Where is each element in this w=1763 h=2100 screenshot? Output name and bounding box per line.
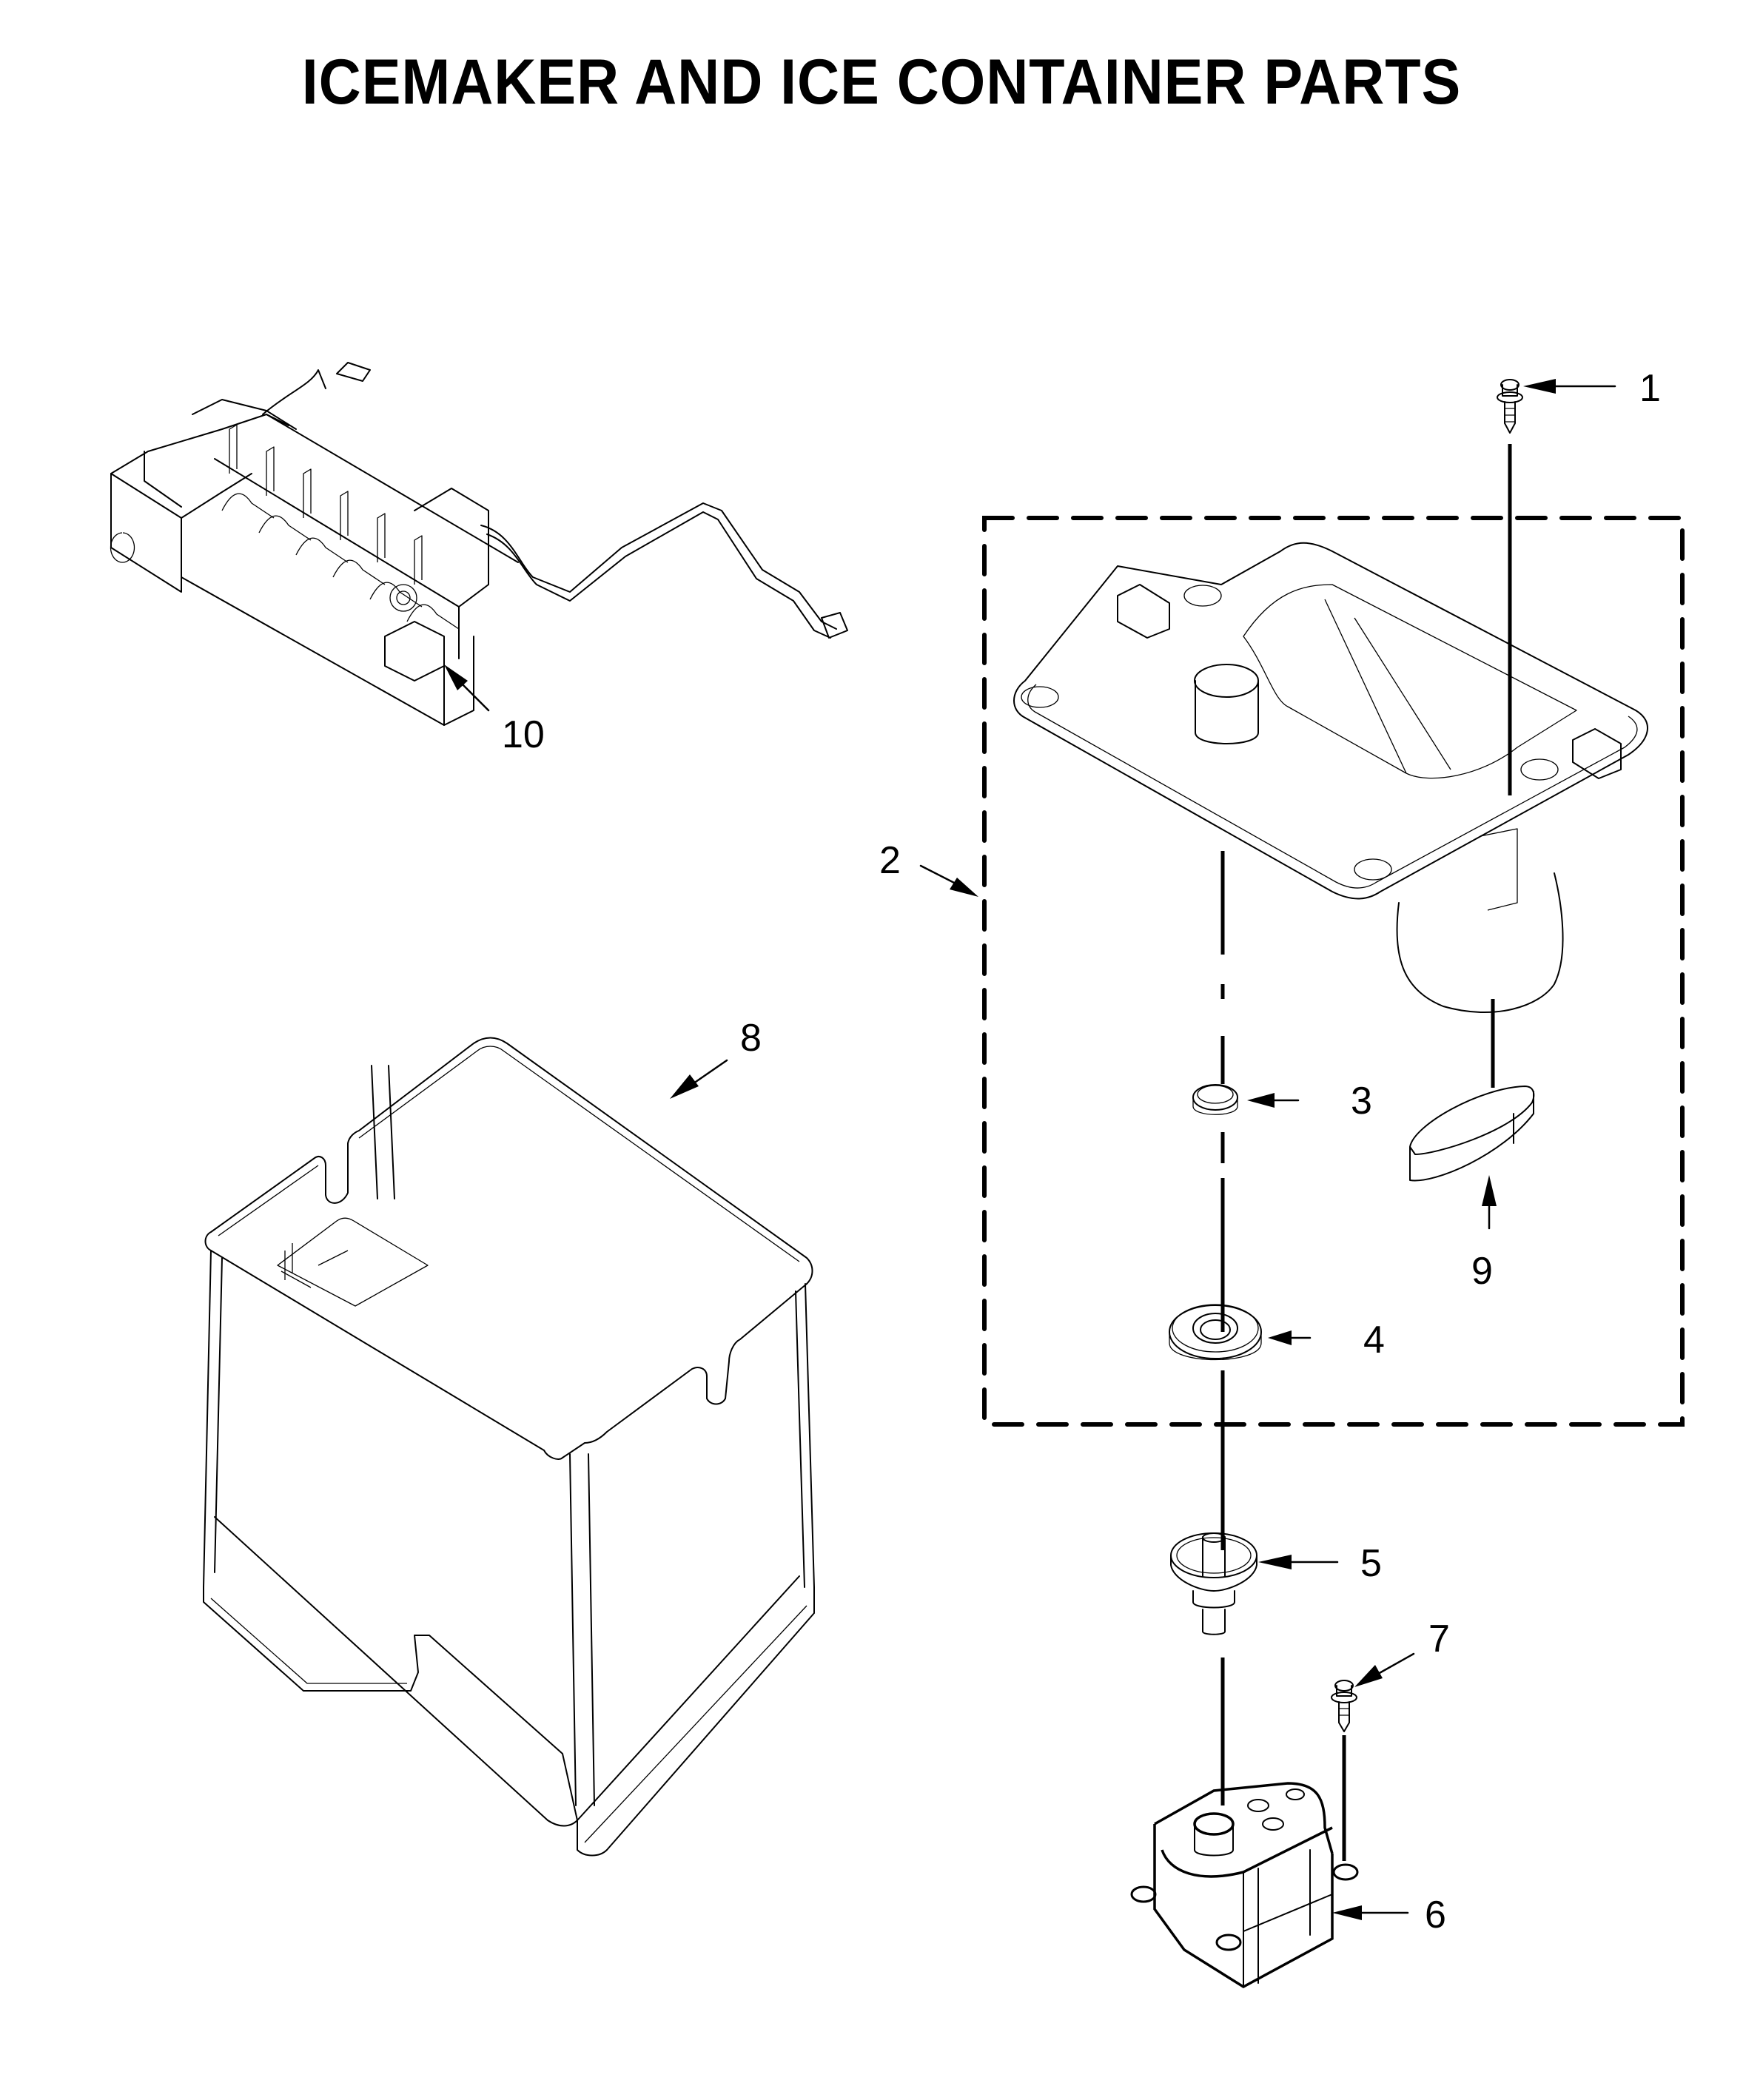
- screw-part-1[interactable]: [1497, 379, 1523, 434]
- bushing-part-3[interactable]: [1192, 1084, 1238, 1115]
- callout-label-7: 7: [1428, 1618, 1450, 1660]
- callout-label-8: 8: [740, 1017, 762, 1060]
- ice-chute-part[interactable]: [1013, 542, 1648, 1014]
- callout-label-6: 6: [1425, 1894, 1446, 1936]
- ice-container-part[interactable]: [203, 1037, 815, 1857]
- callout-label-5: 5: [1360, 1542, 1382, 1585]
- callout-1[interactable]: 1: [1523, 367, 1661, 410]
- callout-10[interactable]: 10: [444, 664, 545, 756]
- coupler-part-5[interactable]: [1170, 1532, 1257, 1635]
- callout-label-1: 1: [1639, 367, 1661, 410]
- gasket-part-9[interactable]: [1409, 1086, 1535, 1182]
- icemaker-part[interactable]: [110, 362, 848, 726]
- seal-part-4[interactable]: [1169, 1304, 1262, 1361]
- callout-6[interactable]: 6: [1332, 1894, 1446, 1936]
- callout-label-3: 3: [1351, 1080, 1372, 1123]
- callout-8[interactable]: 8: [670, 1017, 762, 1099]
- callout-7[interactable]: 7: [1354, 1618, 1450, 1687]
- callout-2[interactable]: 2: [879, 839, 978, 897]
- callout-label-10: 10: [502, 713, 545, 756]
- callout-label-2: 2: [879, 839, 901, 882]
- motor-part-6[interactable]: [1130, 1782, 1359, 1989]
- callout-4[interactable]: 4: [1268, 1319, 1385, 1362]
- callout-5[interactable]: 5: [1258, 1542, 1382, 1585]
- assembly-box-2: [982, 516, 1685, 1427]
- callout-3[interactable]: 3: [1247, 1080, 1372, 1123]
- callout-label-9: 9: [1471, 1250, 1493, 1293]
- callout-label-4: 4: [1363, 1319, 1385, 1362]
- screw-part-7[interactable]: [1331, 1680, 1357, 1732]
- page-title: ICEMAKER AND ICE CONTAINER PARTS: [301, 47, 1462, 118]
- callout-9[interactable]: 9: [1471, 1175, 1497, 1293]
